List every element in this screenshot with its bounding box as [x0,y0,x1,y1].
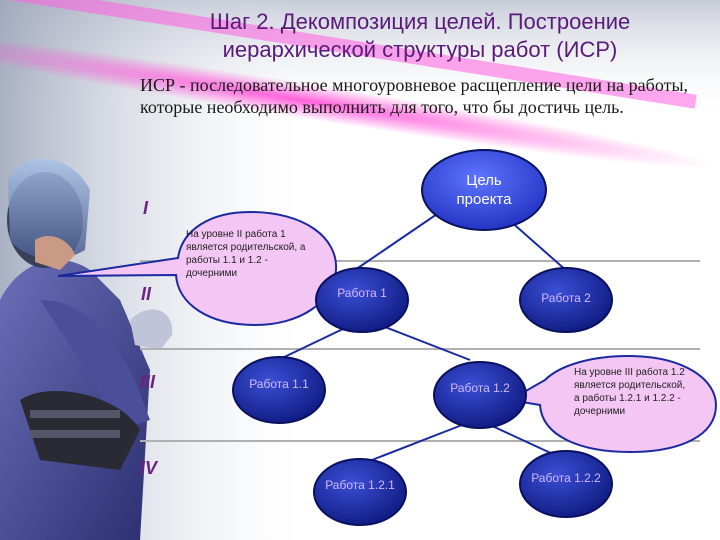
node-work122-label: Работа 1.2.2 [531,471,601,485]
node-work2-label: Работа 2 [541,291,591,305]
node-work122 [519,450,613,518]
connector-work12-work122 [489,424,556,456]
level-label-2: II [141,284,152,304]
node-work121 [313,458,407,526]
node-work12-label: Работа 1.2 [450,381,510,395]
callout-level2-text: На уровне II работа 1 является родительс… [186,229,306,279]
level-separator-2 [140,348,700,350]
level-label-3: III [140,372,156,392]
node-work121-label: Работа 1.2.1 [325,478,395,492]
node-work1 [315,267,409,333]
level-separator-1 [140,260,700,262]
slide-title: Шаг 2. Декомпозиция целей. Построение ие… [209,9,631,62]
node-goal-label: Цель проекта [456,172,512,208]
connector-work12-work121 [371,424,463,461]
connector-goal-work1 [351,211,441,273]
node-work2 [519,267,613,333]
callout-bubble-level2 [57,210,338,327]
level-label-4: IV [140,458,158,478]
level-label-1: I [143,198,149,218]
connector-work1-work11 [277,327,346,361]
callout-level3-text: На уровне III работа 1.2 является родите… [574,367,686,417]
definition-text: ИСР - последовательное многоуровневое ра… [140,74,710,118]
connector-work1-work12 [371,321,471,361]
definition-term: ИСР [140,75,176,95]
node-work1-label: Работа 1 [337,286,387,300]
node-work11-label: Работа 1.1 [249,377,309,391]
node-work12 [433,361,527,429]
node-work11 [232,356,326,424]
callout-bubble-level3 [507,354,718,454]
node-goal [421,149,547,231]
definition-body: - последовательное многоуровневое расщеп… [140,75,689,117]
connector-lines [277,211,569,461]
